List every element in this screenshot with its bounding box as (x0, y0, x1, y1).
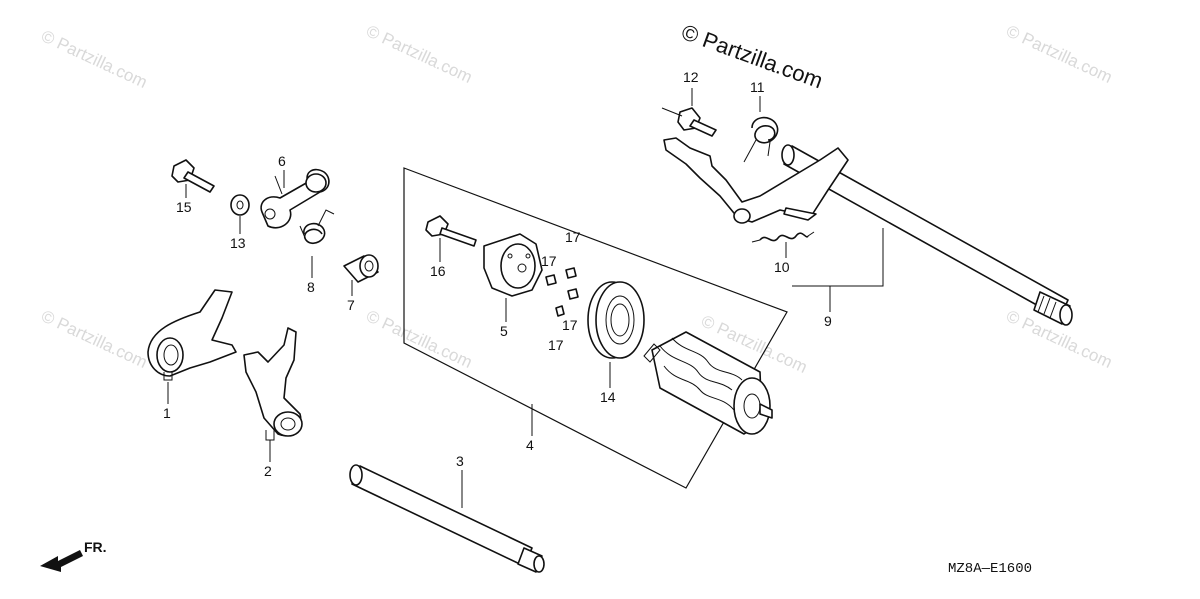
callout-9: 9 (824, 313, 832, 329)
assembly-box-4 (403, 167, 788, 489)
part-10-spring (751, 231, 815, 243)
front-indicator: FR. (40, 539, 107, 572)
part-6-stopper-arm (260, 168, 330, 229)
part-3-shaft (349, 464, 545, 573)
part-1-shift-fork (147, 289, 237, 381)
callout-labels: 1 2 3 4 5 6 7 8 9 10 11 12 13 14 15 16 1… (163, 69, 832, 479)
part-11-spring (743, 116, 779, 163)
callout-17: 17 (548, 337, 564, 353)
callout-13: 13 (230, 235, 246, 251)
part-16-bolt (425, 215, 477, 247)
part-7-collar (343, 254, 379, 283)
callout-8: 8 (307, 279, 315, 295)
part-15-bolt (171, 159, 215, 193)
callout-17: 17 (565, 229, 581, 245)
watermark-faint: © Partzilla.com (38, 306, 150, 372)
callout-12: 12 (683, 69, 699, 85)
front-label: FR. (84, 539, 107, 555)
callout-11: 11 (750, 79, 765, 95)
callout-15: 15 (176, 199, 192, 215)
watermark-faint: © Partzilla.com (363, 306, 475, 372)
part-9-shift-shaft (663, 137, 1073, 326)
callout-6: 6 (278, 153, 286, 169)
callout-17: 17 (562, 317, 578, 333)
callout-17: 17 (541, 253, 557, 269)
callout-1: 1 (163, 405, 171, 421)
watermark-faint: © Partzilla.com (363, 21, 475, 87)
part-14-bearing (587, 281, 645, 359)
part-5-drum-center (483, 233, 543, 297)
watermark-faint: © Partzilla.com (1003, 21, 1115, 87)
callout-10: 10 (774, 259, 790, 275)
part-17-pins (545, 267, 579, 317)
callout-2: 2 (264, 463, 272, 479)
callout-4: 4 (526, 437, 534, 453)
callout-3: 3 (456, 453, 464, 469)
part-13-washer (230, 194, 250, 216)
diagram-code: MZ8A—E1600 (948, 561, 1032, 577)
leader-lines (167, 88, 884, 508)
front-arrow-icon (40, 550, 83, 572)
part-4-shift-drum (643, 331, 773, 435)
callout-16: 16 (430, 263, 446, 279)
part-2-shift-fork (243, 327, 303, 441)
callout-7: 7 (347, 297, 355, 313)
part-12-bolt (661, 107, 717, 137)
part-8-spring (299, 209, 335, 245)
callout-5: 5 (500, 323, 508, 339)
callout-14: 14 (600, 389, 616, 405)
watermark-faint: © Partzilla.com (38, 26, 150, 92)
